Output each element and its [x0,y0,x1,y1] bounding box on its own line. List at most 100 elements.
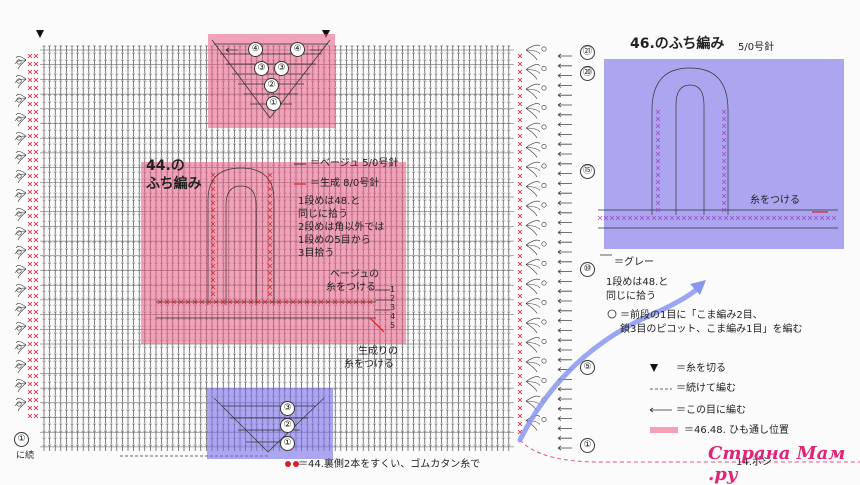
center-row-15: ⑮ [580,164,595,179]
legend-into: ＝この目に編む [676,405,746,416]
bottom-triangle-stitches [213,397,325,453]
top-row-label-6: ① [266,96,281,111]
red-x-left-column-2 [33,53,39,419]
panel-44-title-line1: 44.の [146,158,185,174]
stitch-column [406,45,410,451]
legend-beige: ＝ベージュ 5/0号針 [310,158,399,169]
red-x-center-column [517,53,523,435]
panel-46-handle [598,67,838,229]
stitch-column [451,45,455,451]
top-triangle-outline [211,39,331,119]
picot-line1: ＝前段の1目に「こま編み2目、 [620,310,763,321]
top-row-label-5: ② [264,78,279,93]
small-row-4: 4 [390,312,396,321]
legend-cut-symbol [650,364,658,372]
legend-cord: ＝46.48. ひも通し位置 [684,425,789,436]
red-x-left-column [27,53,33,419]
bottom-note-dot [285,461,291,467]
stitch-column [445,45,449,451]
stitch-column [59,45,63,451]
bottom-pink-dashed-line [519,439,860,463]
stitch-column [109,45,113,451]
top-row-label-1: ④ [248,42,263,57]
stitch-column [490,45,494,451]
panel-44-arrows [375,289,390,311]
cut-marker [36,30,44,38]
stitch-column [98,45,102,451]
legend-continue: ＝続けて編む [676,383,736,394]
arrow-left [225,47,238,53]
legend-kinari: ＝生成 8/0号針 [310,178,380,189]
panel-44-handle [156,167,376,319]
bottom-note-dot [293,461,299,467]
panel-46-note-1: 1段めは48.と [606,277,669,288]
stitch-column [412,45,416,451]
bottom-row-label-1: ① [280,436,295,451]
panel-44-red-x [157,172,373,305]
bottom-row-label-2: ② [280,418,295,433]
top-row-label-2: ④ [290,42,305,57]
bottom-row-label-3: ③ [280,401,295,416]
legend-into-symbol [649,407,672,413]
left-fan-stitches [14,56,27,412]
stitch-column [434,45,438,451]
center-row-5: ⑤ [580,360,595,375]
stitch-column [70,45,74,451]
legend-grey: ＝グレー [614,257,654,268]
panel-46-attach: 糸をつける [750,195,800,206]
kinari-attach-line1: 生成りの [358,346,398,357]
stitch-column [428,45,432,451]
row-arrows [557,53,572,451]
stitch-column [501,45,505,451]
top-row-label-4: ③ [274,61,289,76]
beige-attach-line1: ベージュの [330,269,380,280]
center-row-1: ① [580,438,595,453]
stitch-column [456,45,460,451]
beige-attach-line2: 糸をつける [326,282,376,293]
legend-cut: ＝糸を切る [676,363,726,374]
stitch-column [496,45,500,451]
panel-46-title: 46.のふち編み [630,36,725,52]
panel-44-title-line2: ふち編み [146,176,202,192]
panel-44-note-5: 3目拾う [298,248,335,259]
watermark: Страна Мам .ру [708,443,846,485]
small-row-5: 5 [390,321,396,330]
stitch-column [115,45,119,451]
panel-46-marks [597,109,837,221]
picot-symbol [607,309,617,319]
top-row-label-3: ③ [254,61,269,76]
top-triangle-stitches [214,43,328,105]
center-row-21: ㉑ [580,45,595,60]
stitch-column [120,45,124,451]
picot-line2: 鎖3目のピコット、こま編み1目」を編む [620,324,803,335]
highlight-bottom-triangle [207,388,333,459]
panel-46-needle: 5/0号針 [738,42,775,53]
panel-44-note-3: 2段めは角以外では [298,222,385,233]
panel-44-note-4: 1段めの5目から [298,235,371,246]
kinari-attach-line2: 糸をつける [344,359,394,370]
center-row-10: ⑩ [580,262,595,277]
connector-arrowhead [690,280,706,295]
bottom-note: ＝44.裏側2本をすくい、ゴムカタン糸で [298,459,481,470]
stitch-column [507,45,511,451]
stitch-column [468,45,472,451]
stitch-column [126,45,130,451]
right-fan-stitches [525,44,547,431]
stitch-column [137,45,141,451]
panel-44-note-1: 1段めは48.と [298,196,361,207]
panel-46-note-2: 同じに拾う [606,291,656,302]
small-row-3: 3 [390,303,396,312]
left-edge-circle: ① [14,432,29,447]
kinari-pointer [369,317,385,333]
connector-arrow [517,283,703,443]
small-row-2: 2 [390,294,396,303]
overlay-drawing [156,39,838,467]
panel-44-note-2: 同じに拾う [298,209,348,220]
legend-cord-symbol [650,427,678,433]
stitch-column [423,45,427,451]
left-edge-text: に続 [16,451,35,461]
bottom-right-fragment: 14.ポシ [736,457,772,468]
stitch-column [64,45,68,451]
small-row-1: 1 [390,285,396,294]
stitch-column [484,45,488,451]
